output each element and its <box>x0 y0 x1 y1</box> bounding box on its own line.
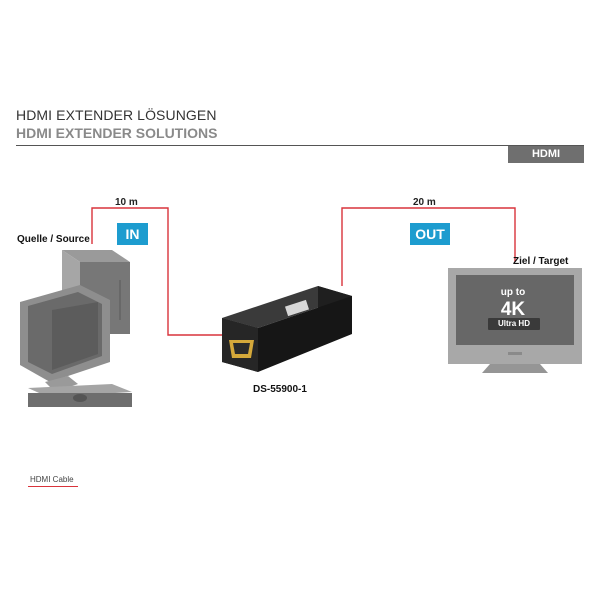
cable-out <box>341 207 516 286</box>
category-tab: HDMI <box>508 146 584 163</box>
cable-length-in: 10 m <box>115 197 138 208</box>
set-top-box-icon <box>28 384 132 407</box>
target-label: Ziel / Target <box>513 256 569 267</box>
source-label: Quelle / Source <box>17 234 90 245</box>
legend-label: HDMI Cable <box>30 475 74 484</box>
in-badge: IN <box>117 223 148 245</box>
tv-screen-4k: 4K <box>500 299 526 320</box>
header-divider <box>16 145 584 146</box>
cable-length-out: 20 m <box>413 197 436 208</box>
monitor-icon <box>20 285 110 392</box>
tv-screen-ultrahd: Ultra HD <box>488 318 540 330</box>
legend-line <box>28 486 78 487</box>
title-english: HDMI EXTENDER SOLUTIONS <box>16 125 218 141</box>
tv-screen-upto: up to <box>500 287 526 298</box>
cable-in <box>91 207 225 336</box>
device-model-label: DS-55900-1 <box>253 384 307 395</box>
tv-icon <box>448 268 582 373</box>
title-german: HDMI EXTENDER LÖSUNGEN <box>16 107 217 123</box>
out-badge: OUT <box>410 223 450 245</box>
hdmi-extender-device-icon <box>222 286 352 372</box>
